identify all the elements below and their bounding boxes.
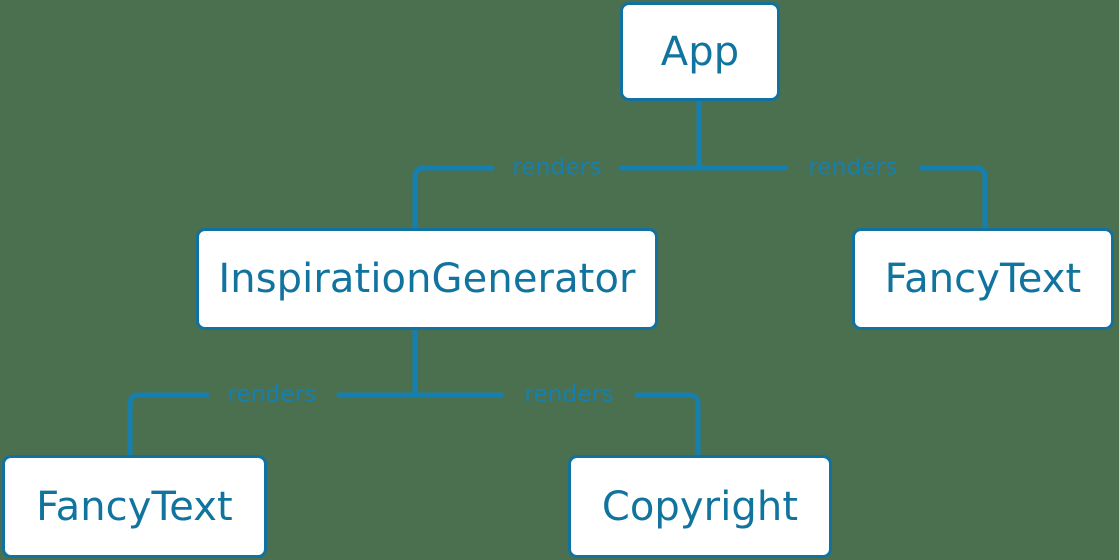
edge-label-app-to-fancytext: renders bbox=[808, 154, 898, 181]
edge-label-app-to-inspirationgenerator: renders bbox=[512, 154, 602, 181]
edge-inspirationgenerator-to-fancytext-left-seg bbox=[127, 392, 210, 458]
edge-app-to-fancytext-right-seg bbox=[918, 165, 988, 231]
node-app[interactable]: App bbox=[620, 2, 780, 101]
node-inspirationgenerator[interactable]: InspirationGenerator bbox=[196, 228, 658, 330]
edge-label-inspirationgenerator-to-fancytext: renders bbox=[227, 381, 317, 408]
edge-app-to-inspirationgenerator-left-seg bbox=[412, 165, 495, 231]
edge-inspirationgenerator-to-copyright-right-seg bbox=[634, 392, 701, 458]
node-inspirationgenerator-label: InspirationGenerator bbox=[218, 256, 636, 302]
node-copyright-label: Copyright bbox=[601, 483, 799, 530]
node-fancytext-right-label: FancyText bbox=[884, 256, 1082, 302]
node-fancytext-left-label: FancyText bbox=[36, 483, 233, 530]
node-app-label: App bbox=[660, 28, 740, 75]
edge-label-inspirationgenerator-to-copyright: renders bbox=[524, 381, 614, 408]
node-fancytext-right[interactable]: FancyText bbox=[852, 228, 1114, 330]
node-copyright[interactable]: Copyright bbox=[568, 455, 832, 558]
node-fancytext-left[interactable]: FancyText bbox=[2, 455, 267, 558]
